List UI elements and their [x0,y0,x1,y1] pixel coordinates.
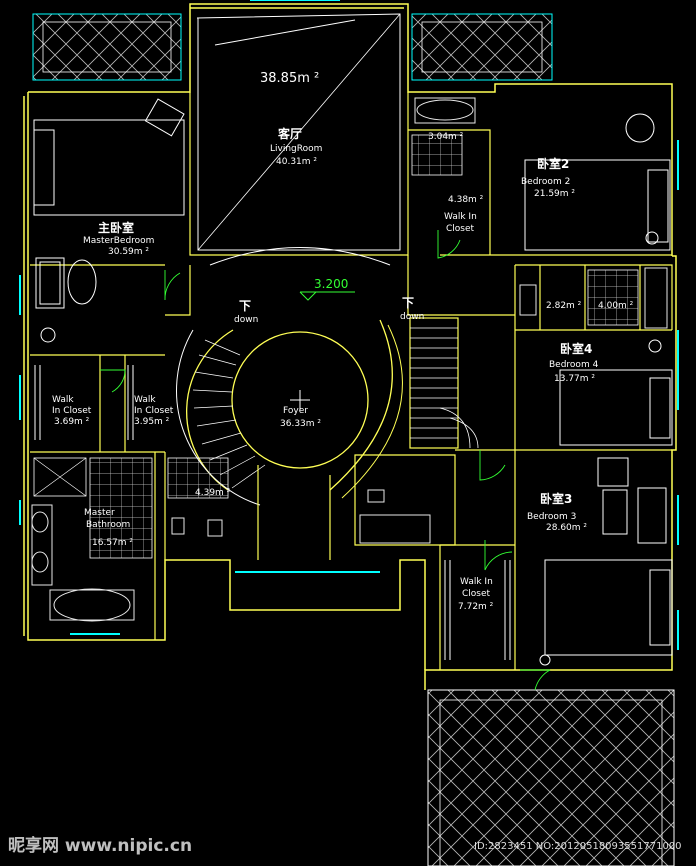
terrace-hatch-top-left [32,13,182,81]
stair-right-en: down [400,312,425,322]
living-room-label-cn: 客厅 [278,127,303,141]
bedroom3-label-cn: 卧室3 [540,492,573,506]
bath-top-area: 3.04m ² [428,132,464,142]
bedroom4-area: 13.77m ² [554,374,596,384]
bedroom4-label-cn: 卧室4 [560,342,593,356]
terrace-hatch-top-right [411,13,553,81]
living-room-outline [196,13,401,266]
closet-c-line2: Closet [446,224,475,234]
bedroom4-label-en: Bedroom 4 [549,360,599,370]
closet-a-line2: In Closet [52,406,92,416]
closet-a-line1: Walk [52,395,74,405]
closet-b-area: 3.95m ² [134,417,170,427]
bedroom2-area: 21.59m ² [534,189,576,199]
closet-d-line1: Walk In [460,577,493,587]
bath-r2-area: 4.00m ² [598,301,634,311]
master-bath-floor [33,134,639,559]
master-bedroom-label-cn: 主卧室 [98,221,135,235]
straight-stair [409,317,479,449]
curved-stair-treads [192,339,266,489]
stair-left-cn: 下 [239,299,252,313]
furniture [33,98,673,666]
foyer-area: 36.33m ² [280,419,322,429]
living-room-label-en: LivingRoom [270,144,323,154]
closet-b-line2: In Closet [134,406,174,416]
foyer-label: Foyer [283,406,308,416]
closet-d-line2: Closet [462,589,491,599]
closet-c-area: 4.38m ² [448,195,484,205]
stair-left-en: down [234,315,259,325]
bath-small-area: 4.39m ² [195,488,231,498]
master-bath-line2: Bathroom [86,520,131,530]
master-bedroom-area: 30.59m ² [108,247,150,257]
closet-a-area: 3.69m ² [54,417,90,427]
living-room-area: 40.31m ² [276,157,318,167]
bedroom2-label-en: Bedroom 2 [521,177,571,187]
watermark-logo: 昵享网 www.nipic.cn [8,836,193,856]
door-swings [100,230,551,691]
closet-d-area: 7.72m ² [458,602,494,612]
bath-r1-area: 2.82m ² [546,301,582,311]
closet-b-line1: Walk [134,395,156,405]
closet-c-line1: Walk In [444,212,477,222]
terrace-hatch-bottom [427,689,675,866]
foyer-curved-stair [176,319,403,560]
master-bath-area: 16.57m ² [92,538,134,548]
interior-walls [30,92,673,670]
bedroom3-area: 28.60m ² [546,523,588,533]
bedroom2-label-cn: 卧室2 [537,157,570,171]
windows [19,0,679,650]
master-bath-line1: Master [84,508,115,518]
living-area-total: 38.85m ² [260,71,320,86]
watermark-id: ID:2823451 NO:20120518093551771000 [474,841,682,852]
elevation-mark [299,291,355,301]
stair-right-cn: 下 [402,296,415,310]
master-bedroom-label-en: MasterBedroom [83,236,155,246]
fixtures [31,97,668,622]
elevation-label: 3.200 [314,277,349,291]
bedroom3-label-en: Bedroom 3 [527,512,577,522]
